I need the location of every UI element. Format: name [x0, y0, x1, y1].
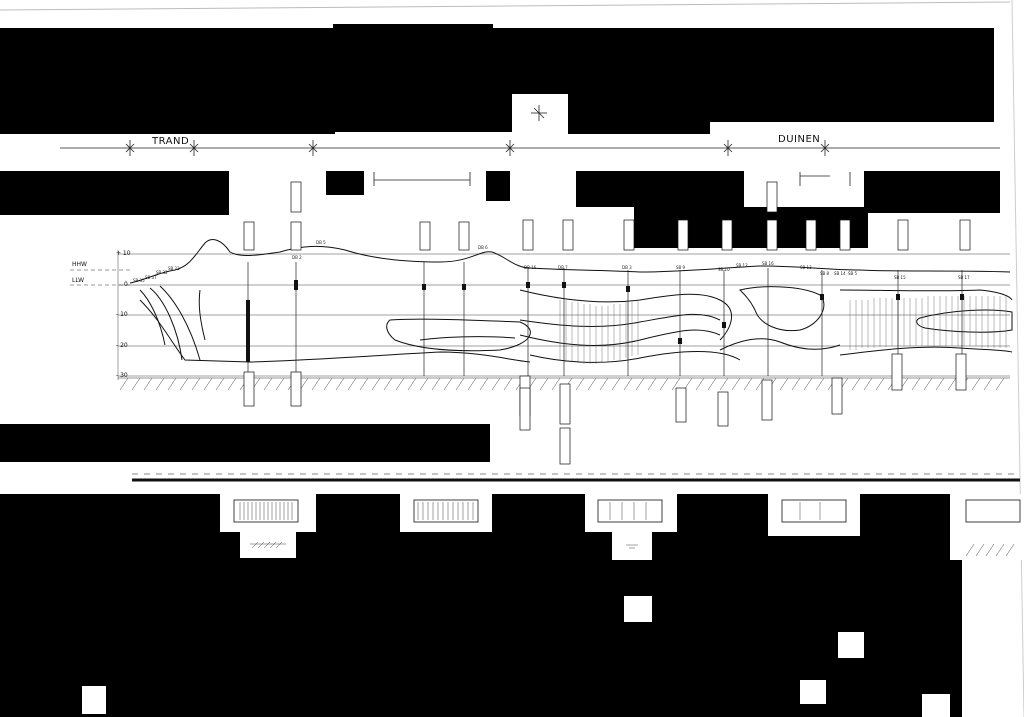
borehole-lines: [247, 262, 963, 376]
borehole-label: DB 3: [622, 265, 632, 270]
borehole-label: SB 14: [834, 271, 846, 276]
bottom-window-7: [838, 632, 864, 658]
zone-label-duinen: DUINEN: [778, 134, 821, 145]
redaction-row2-small: [326, 171, 364, 195]
borehole-label: SB 8: [820, 271, 830, 276]
redaction-middle-left: [0, 424, 490, 462]
elevation-tick: - 10: [116, 311, 128, 318]
bottom-window-6: [624, 596, 652, 622]
redaction-top-band-right: [708, 28, 994, 122]
redaction-top-band-mid: [333, 24, 493, 132]
tide-label-llw: LLW: [72, 277, 85, 284]
borehole-label: SB 12: [736, 263, 748, 268]
bottom-strip: [132, 473, 1020, 482]
elevation-tick: + 10: [116, 250, 131, 257]
borehole-label: SB 13: [800, 265, 812, 270]
borehole-label: DB 2: [292, 255, 302, 260]
elevation-tick: 0: [124, 281, 128, 288]
borehole-label: DB 6: [478, 245, 488, 250]
borehole-label: SB 15: [894, 275, 906, 280]
redaction-top-band-center-left: [490, 94, 512, 132]
borehole-log-columns-lower: [243, 353, 967, 465]
redaction-row2-right: [864, 171, 1000, 213]
borehole-label: SB 37: [145, 275, 157, 280]
borehole-label: DB 16: [524, 265, 537, 270]
borehole-label: SB 17: [958, 275, 970, 280]
redaction-row2-gap-fill: [634, 207, 868, 248]
redaction-top-band: [0, 28, 335, 134]
borehole-label: SB 35: [133, 278, 145, 283]
borehole-label: SB 10: [718, 267, 730, 272]
tide-lines: [70, 269, 130, 286]
borehole-label: SB 9: [676, 265, 686, 270]
bottom-window-8: [82, 686, 106, 714]
borehole-label: SB 32: [156, 270, 168, 275]
hatched-zones: [559, 296, 1007, 364]
redaction-bottom-right-col: [948, 560, 962, 717]
redaction-top-band-center-right: [568, 94, 710, 134]
legend-boxes: [233, 499, 1021, 523]
zone-label-trand: TRAND: [152, 136, 190, 147]
bottom-window-9: [800, 680, 826, 704]
north-marker-icon: [531, 105, 547, 121]
redaction-row2-small2: [486, 171, 510, 201]
borehole-label: DB 5: [316, 240, 326, 245]
borehole-label: SB 5: [848, 271, 858, 276]
redaction-row2-mid: [576, 171, 744, 207]
borehole-log-columns: [243, 181, 971, 251]
zone-dimension-line: [60, 140, 1000, 156]
borehole-label: SB 16: [762, 261, 774, 266]
ground-surface-profile: [129, 239, 1011, 284]
bottom-window-10: [922, 694, 950, 717]
borehole-label: DB 7: [558, 265, 568, 270]
elevation-tick: - 30: [116, 372, 128, 379]
redaction-row2-left: [0, 171, 229, 215]
tide-label-hhw: HHW: [72, 261, 87, 268]
elevation-tick: - 20: [116, 342, 128, 349]
redaction-top-band-center: [490, 28, 710, 94]
borehole-label: SB 23: [168, 266, 180, 271]
subsurface-layers: [139, 285, 1013, 363]
